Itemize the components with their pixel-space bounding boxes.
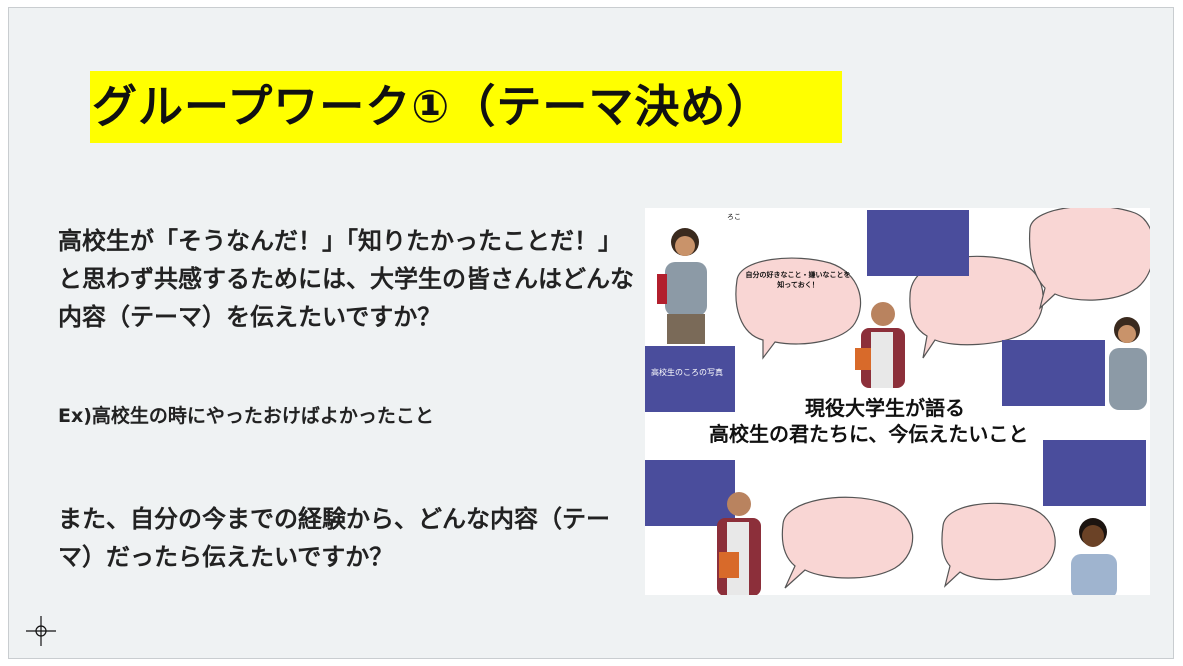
poster-profile-name: ろこ [727, 213, 741, 221]
crosshair-cursor-icon [26, 616, 56, 646]
question-1: 高校生が「そうなんだ！」「知りたかったことだ！」と思わず共感するためには、大学生… [58, 227, 634, 331]
poster-photo-label: 高校生のころの写真 [651, 368, 723, 377]
example-text: Ex)高校生の時にやったおけばよかったこと [58, 405, 434, 427]
slide-title: グループワーク①（テーマ決め） [90, 71, 842, 143]
question-2: また、自分の今までの経験から、どんな内容（テーマ）だったら伝えたいですか？ [58, 505, 610, 571]
poster-image: ろこ 高校生のころの写真 自分の好きなこと・嫌いなことを知っておく！ 現役大学生… [645, 208, 1150, 595]
poster-bubble-heading: 自分の好きなこと・嫌いなことを知っておく！ [745, 271, 851, 289]
poster-headline-line1: 現役大学生が語る [805, 396, 965, 420]
poster-headline-line2: 高校生の君たちに、今伝えたいこと [709, 422, 1029, 446]
